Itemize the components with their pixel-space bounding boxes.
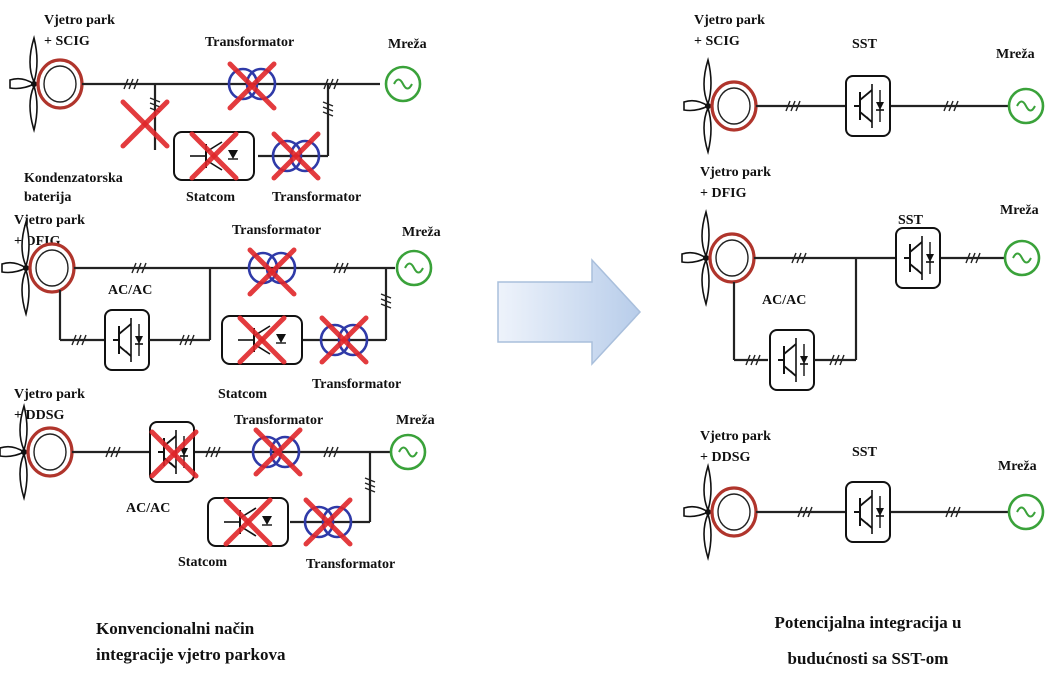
- left-dfig-statcom-label: Statcom: [218, 387, 267, 402]
- right-ddsg-turbine-icon: [682, 464, 758, 560]
- left-ddsg-grid-label: Mreža: [396, 413, 435, 428]
- right-scig-grid-icon: [1007, 87, 1045, 125]
- right-dfig-turbine-icon: [680, 210, 756, 306]
- left-ddsg-transformer-bottom-label: Transformator: [306, 557, 395, 572]
- right-dfig-grid-icon: [1003, 239, 1041, 277]
- left-dfig-acac-label: AC/AC: [108, 283, 152, 298]
- left-scig-title-2: + SCIG: [44, 34, 90, 49]
- left-caption-line-2: integracije vjetro parkova: [96, 645, 286, 664]
- right-scig-sst-icon: [845, 75, 891, 137]
- transformer-removed-cross: [230, 64, 274, 108]
- left-scig-title-1: Vjetro park: [44, 13, 115, 28]
- left-dfig-diagram: Vjetro park + DFIG AC/AC Transformator M…: [0, 213, 441, 402]
- right-scig-grid-label: Mreža: [996, 47, 1035, 62]
- left-scig-diagram: Vjetro park + SCIG Transformator Mreža K…: [8, 13, 427, 205]
- right-dfig-acac-icon: [769, 329, 815, 391]
- capacitor-label-1: Kondenzatorska: [24, 171, 123, 186]
- right-scig-title-1: Vjetro park: [694, 13, 765, 28]
- capacitor-label-2: baterija: [24, 190, 71, 205]
- right-ddsg-title-2: + DDSG: [700, 450, 750, 465]
- right-scig-title-2: + SCIG: [694, 34, 740, 49]
- left-ddsg-grid-icon: [389, 433, 427, 471]
- left-ddsg-transformer-top-label: Transformator: [234, 413, 323, 428]
- transition-arrow-icon: [497, 258, 642, 366]
- right-dfig-grid-label: Mreža: [1000, 203, 1039, 218]
- left-dfig-grid-icon: [395, 249, 433, 287]
- left-dfig-acac-icon: [104, 309, 150, 371]
- right-scig-turbine-icon: [682, 58, 758, 154]
- left-dfig-transformer-bottom-label: Transformator: [312, 377, 401, 392]
- right-ddsg-diagram: Vjetro park + DDSG SST Mreža: [682, 429, 1045, 560]
- right-ddsg-title-1: Vjetro park: [700, 429, 771, 444]
- capacitor-removed-cross: [123, 102, 167, 146]
- left-dfig-grid-label: Mreža: [402, 225, 441, 240]
- right-scig-sst-label: SST: [852, 37, 878, 52]
- left-ddsg-title-1: Vjetro park: [14, 387, 85, 402]
- right-dfig-sst-label: SST: [898, 213, 924, 228]
- right-dfig-diagram: Vjetro park + DFIG SST Mreža AC/AC: [680, 165, 1041, 391]
- left-scig-turbine-icon: [8, 36, 84, 132]
- left-scig-statcom-label: Statcom: [186, 190, 235, 205]
- right-caption-line-2: budućnosti sa SST-om: [788, 649, 949, 668]
- right-ddsg-grid-icon: [1007, 493, 1045, 531]
- right-dfig-title-1: Vjetro park: [700, 165, 771, 180]
- left-caption-line-1: Konvencionalni način: [96, 619, 255, 638]
- left-dfig-transformer-top-label: Transformator: [232, 223, 321, 238]
- left-ddsg-statcom-label: Statcom: [178, 555, 227, 570]
- left-ddsg-acac-label: AC/AC: [126, 501, 170, 516]
- left-scig-transformer-bottom-label: Transformator: [272, 190, 361, 205]
- left-scig-grid-label: Mreža: [388, 37, 427, 52]
- left-scig-transformer-top-label: Transformator: [205, 35, 294, 50]
- right-ddsg-grid-label: Mreža: [998, 459, 1037, 474]
- right-dfig-acac-label: AC/AC: [762, 293, 806, 308]
- left-dfig-title-1: Vjetro park: [14, 213, 85, 228]
- right-caption-line-1: Potencijalna integracija u: [775, 613, 962, 632]
- right-ddsg-sst-icon: [845, 481, 891, 543]
- left-dfig-title-2: + DFIG: [14, 234, 61, 249]
- left-ddsg-diagram: Vjetro park + DDSG AC/AC Transformator M…: [0, 387, 435, 572]
- left-scig-grid-icon: [384, 65, 422, 103]
- right-dfig-title-2: + DFIG: [700, 186, 747, 201]
- right-dfig-sst-icon: [895, 227, 941, 289]
- right-ddsg-sst-label: SST: [852, 445, 878, 460]
- right-scig-diagram: Vjetro park + SCIG SST Mreža: [682, 13, 1045, 154]
